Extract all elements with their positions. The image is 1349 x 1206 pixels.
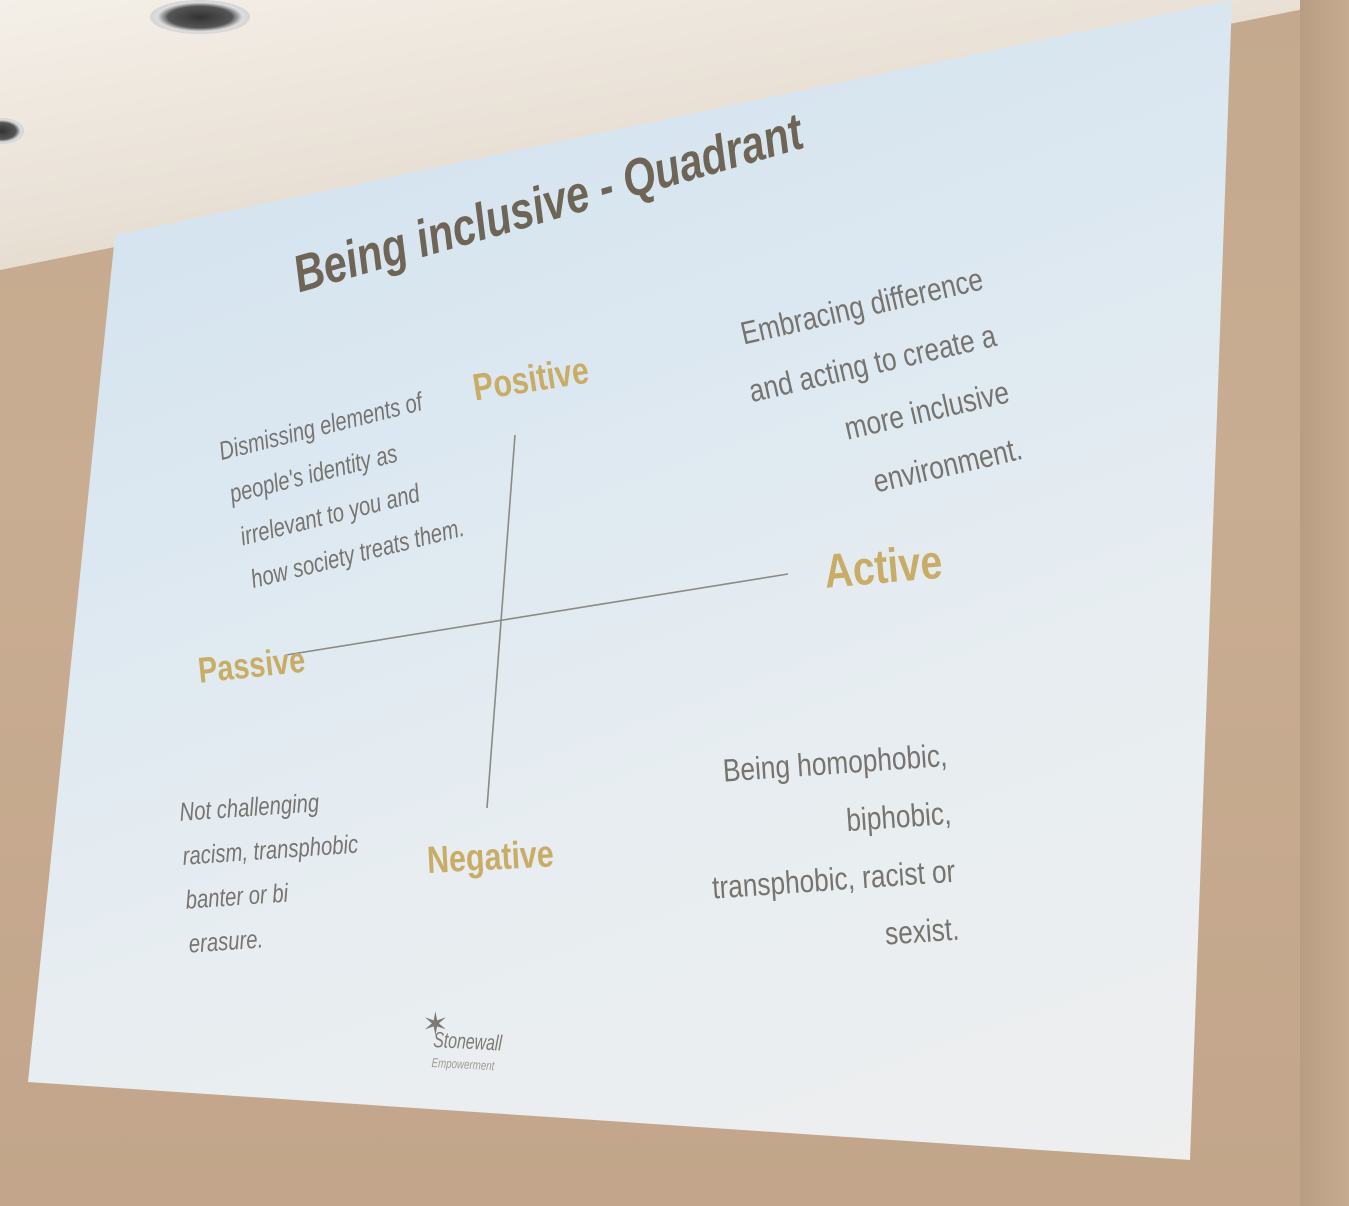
horizontal-axis	[285, 573, 789, 656]
wall	[1300, 0, 1349, 1206]
star-icon: ✶	[422, 1006, 449, 1042]
ceiling-light	[150, 0, 250, 34]
axis-label-negative: Negative	[426, 833, 555, 882]
quadrant-text-negative-active: Being homophobic, biphobic, transphobic,…	[702, 726, 961, 974]
quadrant-text-negative-passive: Not challenging racism, transphobic bant…	[178, 778, 366, 966]
vertical-axis	[486, 434, 516, 809]
logo-tagline: Empowerment	[431, 1055, 495, 1074]
axis-label-active: Active	[822, 535, 945, 599]
logo-name: Stonewall	[432, 1027, 503, 1056]
